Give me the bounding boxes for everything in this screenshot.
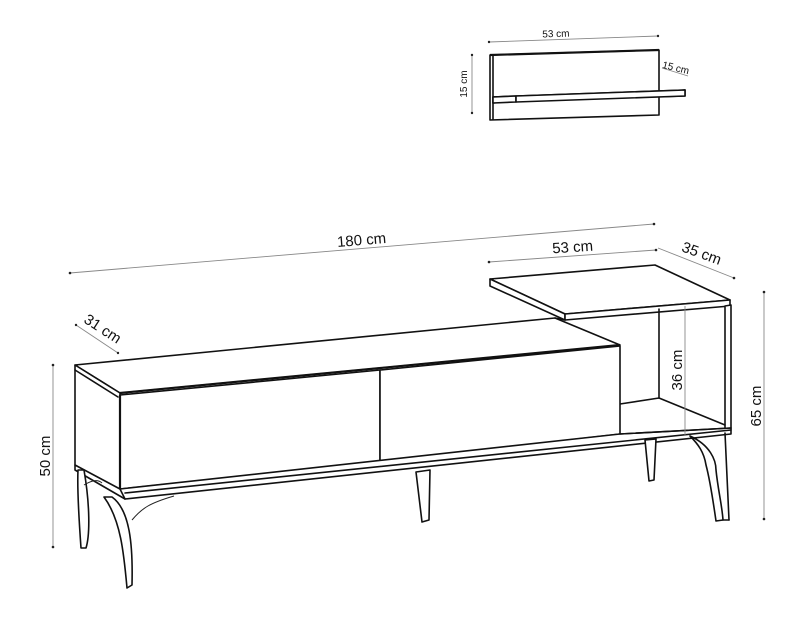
total-width-dimension: 180 cm — [68, 222, 656, 275]
open-compartment-height-label: 36 cm — [669, 350, 686, 391]
cabinet-depth-label: 31 cm — [81, 311, 125, 348]
total-height-label: 65 cm — [748, 386, 765, 427]
wall-shelf-height-label: 15 cm — [459, 70, 470, 97]
total-height-dimension: 65 cm — [748, 290, 766, 521]
top-module-depth-label: 35 cm — [679, 239, 723, 269]
leg-front-right — [689, 435, 724, 522]
total-width-label: 180 cm — [336, 230, 386, 251]
open-compartment-height-dimension: 36 cm — [669, 306, 686, 436]
wall-shelf-depth-label: 15 cm — [661, 60, 690, 77]
leg-front-left — [103, 496, 133, 589]
leg-front-middle — [415, 469, 431, 523]
wall-shelf-depth-dimension: 15 cm — [661, 60, 690, 77]
top-module-width-label: 53 cm — [552, 238, 594, 258]
wall-shelf-width-dimension: 53 cm — [487, 29, 660, 44]
top-module-side-panel — [724, 304, 732, 431]
leg-back-right — [644, 438, 657, 482]
wall-shelf: 53 cm 15 cm 15 cm — [459, 29, 690, 121]
tv-unit: 180 cm 53 cm 35 cm 31 cm 50 cm 36 cm — [37, 222, 766, 589]
cabinet-height-dimension: 50 cm — [37, 363, 55, 549]
top-module-width-dimension: 53 cm — [487, 238, 658, 264]
cabinet-height-label: 50 cm — [37, 436, 54, 477]
wall-shelf-height-dimension: 15 cm — [459, 53, 474, 115]
cabinet-depth-dimension: 31 cm — [74, 311, 125, 355]
wall-shelf-back-panel — [489, 49, 660, 121]
leg-back-left — [76, 469, 90, 549]
wall-shelf-width-label: 53 cm — [542, 29, 570, 41]
